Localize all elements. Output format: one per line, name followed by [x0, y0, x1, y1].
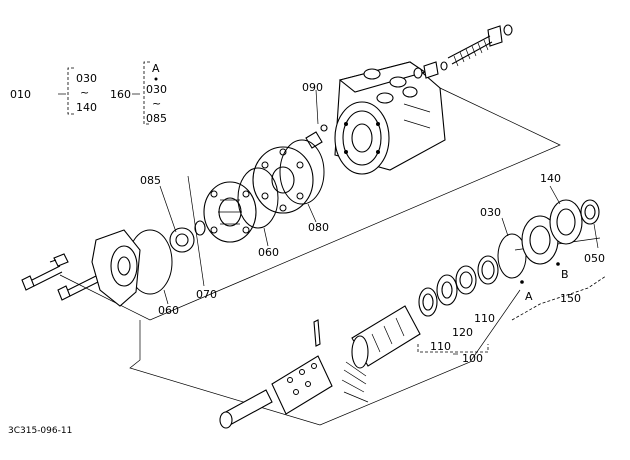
callout-080: 080	[308, 221, 329, 234]
label-a: A	[525, 290, 533, 303]
callout-100: 100	[462, 352, 483, 365]
mounting-flange	[91, 229, 141, 307]
gerotor-set	[203, 181, 257, 243]
callout-030: 030	[480, 206, 501, 219]
valve-housing	[334, 61, 446, 175]
seal-stack	[418, 255, 499, 317]
range-010-tilde: ~	[80, 86, 89, 99]
callout-110-left: 110	[430, 340, 451, 353]
bracket-100	[417, 344, 489, 353]
washer-070	[194, 220, 206, 236]
relief-valve-spring	[413, 24, 513, 79]
callout-085: 085	[140, 174, 161, 187]
callout-160: 160	[110, 88, 131, 101]
range-160-end: 085	[146, 112, 167, 125]
bracket-010	[67, 67, 74, 115]
callout-120: 120	[452, 326, 473, 339]
control-spool	[271, 355, 333, 415]
callout-090: 090	[302, 81, 323, 94]
range-160-label-a: A	[152, 62, 160, 75]
drive-shaft	[219, 389, 273, 429]
callout-060-upper: 060	[258, 246, 279, 259]
callout-060-lower: 060	[158, 304, 179, 317]
centering-springs	[341, 361, 369, 403]
figure-code: 3C315-096-11	[8, 426, 72, 436]
pin	[313, 319, 321, 347]
callout-140: 140	[540, 172, 561, 185]
callout-050: 050	[584, 252, 605, 265]
label-b: B	[561, 268, 569, 281]
callout-110-right: 110	[474, 312, 495, 325]
callout-range-160: 160 A 030 ~ 085	[110, 61, 167, 125]
o-ring-060-upper	[237, 167, 279, 229]
upper-axis-frame	[59, 87, 561, 321]
callout-range-010: 010 030 ~ 140	[10, 67, 97, 115]
range-160-start: 030	[146, 83, 167, 96]
bracket-160	[143, 61, 150, 125]
callout-070: 070	[196, 288, 217, 301]
bracket-150	[511, 275, 607, 321]
end-plate	[252, 146, 314, 214]
range-010-start: 030	[76, 72, 97, 85]
mounting-bolts	[21, 253, 99, 301]
spool-sleeve	[351, 305, 421, 369]
o-ring-080	[279, 139, 325, 205]
callout-010: 010	[10, 88, 31, 101]
range-160-tilde: ~	[152, 97, 161, 110]
range-010-end: 140	[76, 101, 97, 114]
callout-150: 150	[560, 292, 581, 305]
check-plug-090	[305, 89, 328, 149]
bearing-assembly	[521, 199, 600, 265]
